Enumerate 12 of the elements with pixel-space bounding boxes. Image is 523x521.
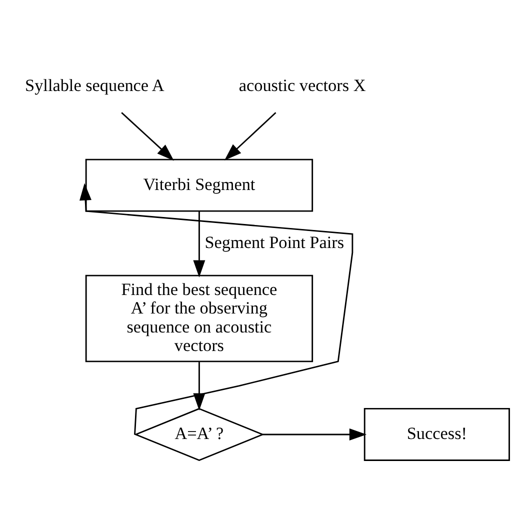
node-box: Find the best sequence A’ for the observing sequence on acoustic vectors <box>85 274 314 362</box>
node-text: acoustic vectors X <box>238 76 366 95</box>
arrow <box>193 211 206 278</box>
node-text: Syllable sequence A <box>25 76 164 95</box>
arrow <box>79 183 354 435</box>
edge-label: Segment Point Pairs <box>204 232 344 252</box>
node-box: Success! <box>364 408 510 461</box>
arrow <box>262 428 367 441</box>
node-diamond: A=A’ ? <box>134 408 265 462</box>
arrow <box>121 112 174 161</box>
node-box: Viterbi Segment <box>85 158 314 212</box>
arrow <box>224 112 276 160</box>
